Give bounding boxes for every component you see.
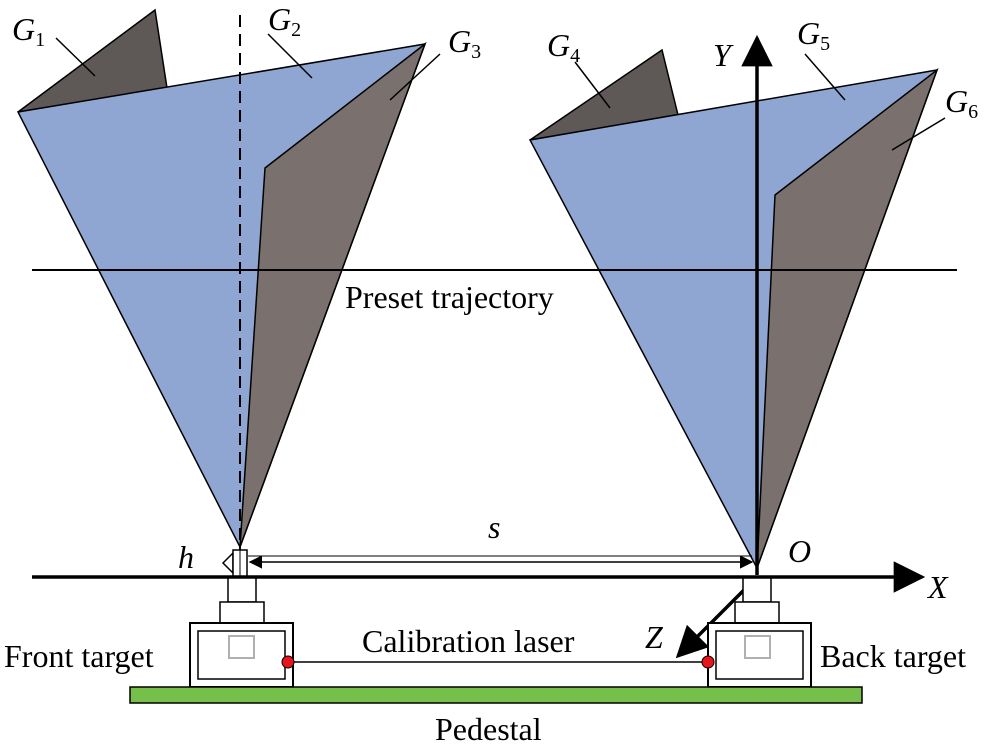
label-g6: G6 bbox=[945, 83, 978, 123]
label-g4: G4 bbox=[547, 27, 580, 67]
label-y-axis: Y bbox=[713, 37, 734, 73]
label-g2: G2 bbox=[268, 1, 301, 41]
front-laser-dot bbox=[281, 655, 295, 669]
label-g1: G1 bbox=[12, 11, 45, 51]
back-target-device bbox=[701, 577, 812, 688]
label-back-target: Back target bbox=[820, 638, 966, 674]
pedestal-bar bbox=[129, 686, 863, 704]
label-s: s bbox=[488, 509, 500, 545]
label-preset-trajectory: Preset trajectory bbox=[345, 279, 554, 315]
g3-face bbox=[239, 41, 427, 548]
label-z-axis: Z bbox=[645, 619, 664, 655]
label-g3: G3 bbox=[448, 23, 481, 63]
right-beam-group bbox=[528, 48, 939, 570]
front-target-device bbox=[189, 577, 295, 688]
label-front-target: Front target bbox=[4, 638, 154, 674]
label-x-axis: X bbox=[926, 569, 949, 605]
g6-face bbox=[756, 67, 939, 569]
label-origin: O bbox=[788, 533, 811, 569]
leader-lines bbox=[55, 33, 946, 151]
label-h: h bbox=[178, 539, 194, 575]
back-laser-dot bbox=[701, 655, 715, 669]
h-marker bbox=[221, 549, 248, 577]
label-g5: G5 bbox=[797, 15, 830, 55]
label-pedestal: Pedestal bbox=[435, 711, 542, 747]
left-beam-group bbox=[16, 8, 427, 550]
label-calibration-laser: Calibration laser bbox=[362, 623, 575, 659]
